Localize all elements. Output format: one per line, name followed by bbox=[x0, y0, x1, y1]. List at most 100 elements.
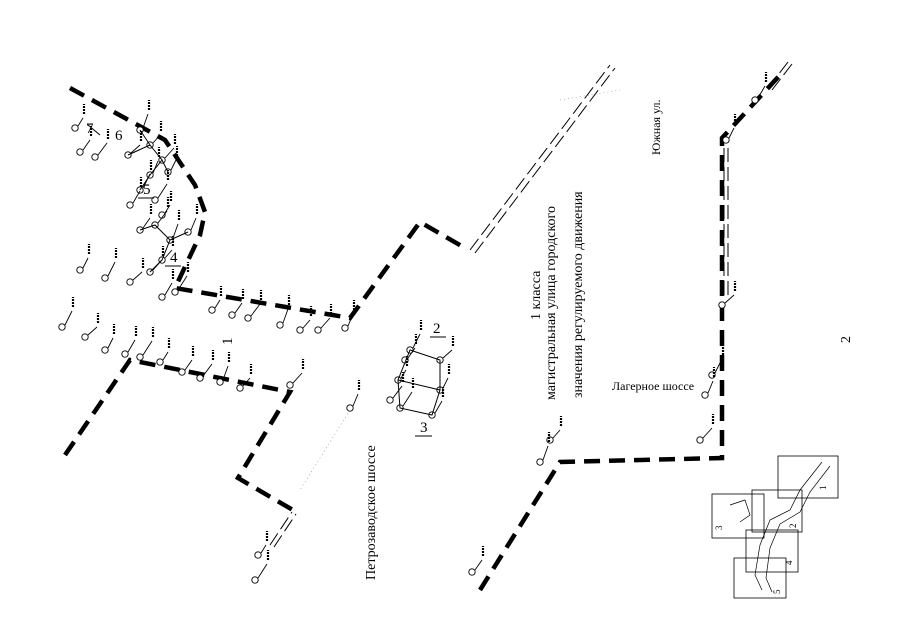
key-sheet-4-label: 4 bbox=[784, 560, 794, 565]
point-leader bbox=[724, 294, 735, 304]
point-leader bbox=[97, 142, 108, 156]
road-double-lines bbox=[269, 61, 793, 548]
survey-point bbox=[386, 396, 394, 404]
road-diagonal-b bbox=[474, 67, 616, 254]
survey-point bbox=[101, 274, 109, 282]
point-leader bbox=[442, 377, 449, 389]
point-leader bbox=[190, 217, 197, 231]
section-number-1: 1 bbox=[220, 338, 236, 346]
survey-point bbox=[468, 568, 476, 576]
point-leader bbox=[142, 340, 153, 356]
survey-point bbox=[71, 124, 79, 132]
section-number-2: 2 bbox=[433, 321, 441, 337]
key-map: 1 2 3 4 5 bbox=[711, 455, 839, 599]
survey-point bbox=[178, 368, 186, 376]
survey-point bbox=[156, 358, 164, 366]
point-leader bbox=[222, 365, 229, 381]
survey-point bbox=[314, 326, 322, 334]
point-leader bbox=[260, 544, 267, 554]
street-label-petrozavodskoe: Петрозаводское шоссе bbox=[364, 445, 379, 580]
point-leader bbox=[474, 559, 483, 571]
survey-point bbox=[296, 326, 304, 334]
survey-point bbox=[346, 404, 354, 412]
survey-point bbox=[216, 378, 224, 386]
page-number: 2 bbox=[839, 336, 854, 343]
point-leader bbox=[164, 282, 173, 296]
point-leader bbox=[214, 299, 221, 309]
road-short-b bbox=[771, 63, 793, 91]
survey-point bbox=[536, 458, 544, 466]
section-number-5: 5 bbox=[143, 182, 151, 198]
point-leader bbox=[157, 210, 168, 224]
survey-point bbox=[76, 148, 84, 156]
point-leader bbox=[152, 160, 159, 174]
point-leader bbox=[257, 563, 268, 579]
point-leader bbox=[442, 349, 453, 359]
section-number-3: 3 bbox=[420, 420, 428, 436]
key-sheet-3-label: 3 bbox=[714, 525, 724, 530]
point-leader bbox=[152, 134, 161, 144]
survey-point bbox=[81, 333, 89, 341]
point-leader bbox=[250, 303, 261, 317]
survey-points bbox=[58, 85, 766, 584]
point-leader bbox=[107, 261, 116, 277]
survey-point bbox=[126, 278, 134, 286]
key-sheet-4 bbox=[745, 529, 799, 573]
point-leader bbox=[127, 339, 136, 353]
point-leader bbox=[707, 380, 714, 394]
point-leader bbox=[142, 113, 149, 129]
point-leader bbox=[302, 319, 311, 329]
road-diagonal-a bbox=[469, 64, 611, 251]
point-leader bbox=[757, 85, 766, 99]
point-leader bbox=[164, 249, 173, 259]
boundary-lines bbox=[63, 73, 782, 592]
point-leader bbox=[172, 223, 179, 239]
point-leader bbox=[164, 147, 175, 159]
cluster-connector-center bbox=[397, 349, 441, 416]
survey-point bbox=[126, 201, 134, 209]
survey-point bbox=[722, 136, 730, 144]
survey-point bbox=[244, 314, 252, 322]
main-street-label-line3: 1 класса bbox=[529, 270, 544, 320]
survey-point bbox=[254, 551, 262, 559]
road-short-a bbox=[767, 61, 789, 89]
key-sheet-3 bbox=[711, 493, 765, 539]
point-leader bbox=[402, 391, 413, 407]
survey-point bbox=[136, 353, 144, 361]
survey-point bbox=[101, 346, 109, 354]
point-leader bbox=[170, 159, 177, 171]
point-leader bbox=[82, 257, 89, 269]
survey-point bbox=[171, 288, 179, 296]
point-leader bbox=[552, 429, 561, 439]
point-leader bbox=[77, 117, 84, 127]
section-numbers: 1 2 3 4 5 6 7 bbox=[86, 121, 441, 436]
boundary-middle-left bbox=[63, 357, 300, 515]
survey-point bbox=[196, 374, 204, 382]
point-tick-labels bbox=[71, 72, 768, 560]
boundary-upper-left bbox=[68, 86, 467, 321]
dotted-guide-a bbox=[299, 409, 351, 491]
section-number-6: 6 bbox=[115, 128, 123, 144]
road-lower-b bbox=[273, 513, 297, 548]
survey-point bbox=[701, 391, 709, 399]
section-number-7: 7 bbox=[86, 121, 94, 137]
point-leader bbox=[82, 139, 91, 151]
point-leader bbox=[130, 144, 141, 154]
point-leader bbox=[162, 351, 169, 361]
point-leader bbox=[282, 308, 289, 324]
key-sheet-1-label: 1 bbox=[818, 486, 828, 491]
survey-point bbox=[251, 576, 259, 584]
key-sheet-1 bbox=[777, 455, 839, 499]
key-sheet-2-label: 2 bbox=[788, 524, 798, 529]
point-leader bbox=[407, 347, 416, 359]
survey-point bbox=[158, 293, 166, 301]
survey-point bbox=[228, 311, 236, 319]
point-leader bbox=[132, 271, 143, 281]
point-leader bbox=[132, 190, 141, 204]
point-leader bbox=[542, 445, 549, 461]
survey-point bbox=[76, 266, 84, 274]
point-leader bbox=[157, 183, 168, 199]
point-leader bbox=[292, 372, 303, 384]
point-leader bbox=[242, 377, 251, 387]
point-leader bbox=[142, 217, 151, 229]
